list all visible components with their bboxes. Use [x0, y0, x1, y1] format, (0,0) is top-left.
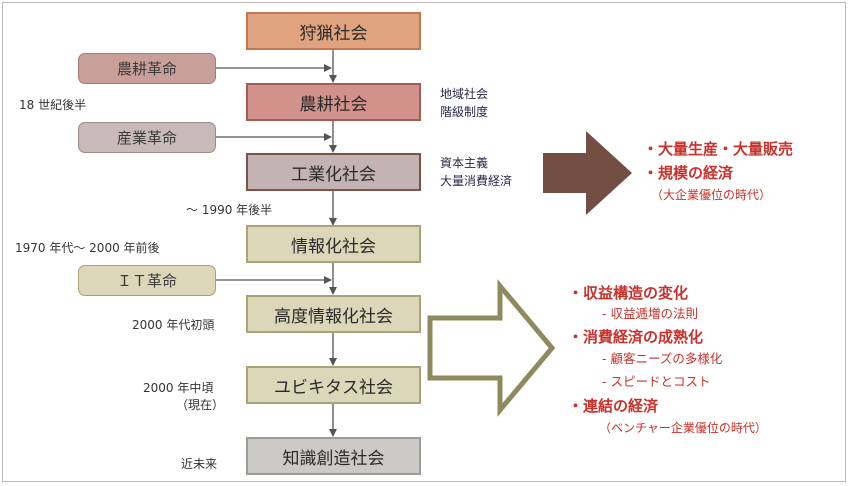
stage-ubiquitous-society: ユビキタス社会: [246, 366, 421, 404]
note-mass-consumption-economy: 大量消費経済: [440, 174, 513, 188]
time-label-mid-2000: 2000 年中頃: [143, 381, 214, 395]
point-venture-era: （ベンチャー企業優位の時代）: [599, 421, 767, 435]
time-label-near-future: 近未来: [181, 457, 218, 471]
point-consumption-maturity: ・消費経済の成熟化: [568, 328, 704, 346]
info-big-arrow: [427, 279, 556, 417]
revolution-agricultural: 農耕革命: [78, 53, 216, 84]
time-label-18th-century: 18 世紀後半: [19, 98, 87, 112]
stage-knowledge-creation-society: 知識創造社会: [246, 437, 421, 475]
time-label-1970-2000: 1970 年代～ 2000 年前後: [15, 241, 160, 255]
industrial-big-arrow: [543, 131, 632, 215]
time-label-present: （現在）: [176, 398, 225, 412]
stage-industrial-society: 工業化社会: [246, 153, 421, 191]
stage-advanced-information-society: 高度情報化社会: [246, 295, 421, 333]
note-class-system: 階級制度: [440, 105, 489, 119]
note-capitalism: 資本主義: [440, 156, 489, 170]
point-increasing-returns: - 収益逓増の法則: [602, 306, 698, 321]
stage-information-society: 情報化社会: [246, 225, 421, 263]
point-economies-of-connection: ・連結の経済: [568, 397, 659, 415]
point-revenue-structure-change: ・収益構造の変化: [568, 284, 689, 302]
point-economies-of-scale: ・規模の経済: [643, 164, 734, 182]
note-regional-society: 地域社会: [440, 87, 489, 101]
point-speed-and-cost: - スピードとコスト: [602, 374, 711, 389]
revolution-industrial: 産業革命: [78, 122, 216, 153]
point-mass-production: ・大量生産・大量販売: [643, 140, 794, 158]
revolution-it: ＩＴ革命: [78, 265, 216, 296]
stage-hunting-society: 狩猟社会: [246, 12, 421, 50]
stage-agricultural-society: 農耕社会: [246, 83, 421, 121]
point-customer-needs-diversity: - 顧客ニーズの多様化: [602, 351, 723, 366]
time-label-until-1990: ～ 1990 年後半: [186, 203, 273, 217]
point-large-enterprise-era: （大企業優位の時代）: [651, 188, 772, 202]
time-label-early-2000s: 2000 年代初頭: [132, 318, 215, 332]
